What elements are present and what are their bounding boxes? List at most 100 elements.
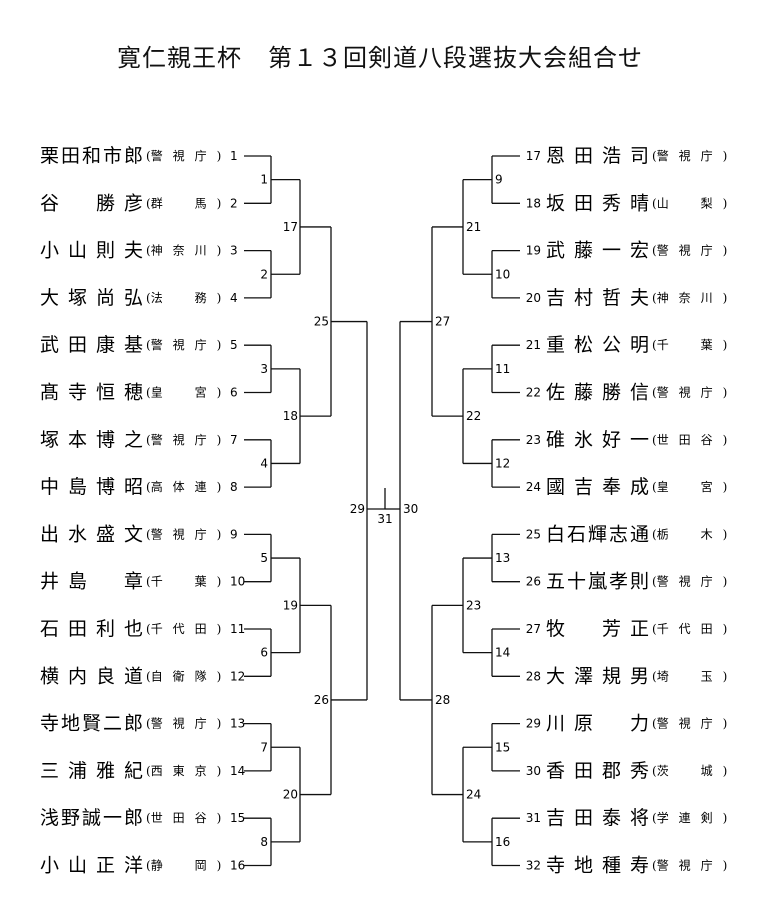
left-r1-match-number: 8 xyxy=(260,835,268,849)
right-player-12-affiliation: (埼 玉) xyxy=(652,669,727,683)
right-r1-match-number: 10 xyxy=(495,267,510,281)
left-player-8-affiliation: (高体連) xyxy=(146,479,221,494)
right-player-seed: 23 xyxy=(526,433,541,447)
left-r1-match-number: 6 xyxy=(260,646,268,660)
right-player-9-affiliation: (栃 木) xyxy=(652,527,727,541)
left-player-15-affiliation: (世田谷) xyxy=(146,811,221,825)
left-player-seed: 4 xyxy=(230,291,238,305)
left-r1-match-number: 2 xyxy=(260,267,268,281)
right-player-seed: 18 xyxy=(526,196,541,210)
left-r1-match-number: 1 xyxy=(260,173,268,187)
right-player-seed: 17 xyxy=(526,149,541,163)
left-player-8-name: 中島博昭 xyxy=(40,476,144,498)
right-player-3-name: 武藤一宏 xyxy=(546,240,650,262)
left-player-seed: 7 xyxy=(230,433,238,447)
right-player-seed: 19 xyxy=(526,244,541,258)
right-player-8-name: 國吉奉成 xyxy=(546,476,650,498)
left-player-13-name: 寺地賢二郎 xyxy=(40,713,144,735)
left-player-seed: 16 xyxy=(230,859,245,873)
left-player-seed: 5 xyxy=(230,338,238,352)
left-r1-match-number: 3 xyxy=(260,362,268,376)
left-player-6-name: 髙寺恒穂 xyxy=(40,382,144,404)
left-player-1-affiliation: (警視庁) xyxy=(146,148,221,163)
right-r3-match-number: 27 xyxy=(435,315,450,329)
left-player-5-name: 武田康基 xyxy=(40,334,144,356)
title-sub: 第１３回剣道八段選抜大会組合せ xyxy=(268,44,643,72)
right-player-1-affiliation: (警視庁) xyxy=(652,148,727,163)
left-player-9-affiliation: (警視庁) xyxy=(146,526,221,541)
left-player-14-affiliation: (西東京) xyxy=(146,764,221,778)
left-player-4-affiliation: (法 務) xyxy=(146,291,221,305)
left-player-2-affiliation: (群 馬) xyxy=(146,196,221,210)
left-r2-match-number: 19 xyxy=(283,598,298,612)
right-r1-match-number: 16 xyxy=(495,835,510,849)
left-r2-match-number: 20 xyxy=(283,788,298,802)
right-r2-match-number: 23 xyxy=(466,598,481,612)
right-player-seed: 28 xyxy=(526,669,541,683)
left-player-16-affiliation: (静 岡) xyxy=(146,859,221,873)
left-r1-match-number: 5 xyxy=(260,551,268,565)
left-player-10-affiliation: (千 葉) xyxy=(146,575,221,589)
right-r1-match-number: 14 xyxy=(495,646,510,660)
left-player-11-name: 石田利也 xyxy=(40,618,144,640)
left-player-seed: 10 xyxy=(230,575,245,589)
left-player-4-name: 大塚尚弘 xyxy=(40,287,144,309)
right-player-seed: 31 xyxy=(526,811,541,825)
left-player-12-affiliation: (自衛隊) xyxy=(146,668,221,683)
right-player-11-name: 牧 芳正 xyxy=(546,618,650,640)
left-player-13-affiliation: (警視庁) xyxy=(146,716,221,731)
right-player-6-affiliation: (警視庁) xyxy=(652,385,727,400)
left-r3-match-number: 25 xyxy=(314,315,329,329)
left-r3-match-number: 26 xyxy=(314,693,329,707)
left-player-seed: 15 xyxy=(230,811,245,825)
right-player-15-name: 吉田泰将 xyxy=(546,807,650,829)
left-r1-match-number: 7 xyxy=(260,740,268,754)
left-r2-match-number: 18 xyxy=(283,409,298,423)
right-player-14-affiliation: (茨 城) xyxy=(652,764,727,778)
left-player-3-affiliation: (神奈川) xyxy=(146,244,221,258)
right-player-7-affiliation: (世田谷) xyxy=(652,433,727,447)
right-player-seed: 25 xyxy=(526,527,541,541)
right-r1-match-number: 15 xyxy=(495,740,510,754)
right-semi-match-number: 30 xyxy=(403,502,418,516)
right-player-seed: 24 xyxy=(526,480,541,494)
left-player-2-name: 谷 勝彦 xyxy=(40,192,144,214)
right-player-10-name: 五十嵐孝則 xyxy=(546,571,650,593)
right-player-7-name: 碓氷好一 xyxy=(546,429,650,451)
left-player-seed: 12 xyxy=(230,669,245,683)
right-player-2-affiliation: (山 梨) xyxy=(652,196,727,210)
left-player-11-affiliation: (千代田) xyxy=(146,622,221,636)
left-player-14-name: 三浦雅紀 xyxy=(40,760,144,782)
right-player-seed: 30 xyxy=(526,764,541,778)
left-semi-match-number: 29 xyxy=(350,502,365,516)
right-player-13-name: 川原 力 xyxy=(546,713,650,735)
right-r1-match-number: 11 xyxy=(495,362,510,376)
left-player-seed: 3 xyxy=(230,244,238,258)
left-player-7-affiliation: (警視庁) xyxy=(146,432,221,447)
left-player-1-name: 栗田和市郎 xyxy=(40,145,144,167)
right-r1-match-number: 9 xyxy=(495,173,503,187)
left-player-12-name: 横内良道 xyxy=(40,665,144,687)
left-player-10-name: 井島 章 xyxy=(40,571,144,593)
left-player-6-affiliation: (皇 宮) xyxy=(146,385,221,400)
right-player-14-name: 香田郡秀 xyxy=(546,760,650,782)
left-player-seed: 11 xyxy=(230,622,245,636)
right-r1-match-number: 13 xyxy=(495,551,510,565)
left-player-15-name: 浅野誠一郎 xyxy=(40,807,144,829)
right-r3-match-number: 28 xyxy=(435,693,450,707)
left-player-seed: 9 xyxy=(230,527,238,541)
right-player-15-affiliation: (学連剣) xyxy=(652,810,727,825)
right-r2-match-number: 22 xyxy=(466,409,481,423)
page-title: 寛仁親王杯第１３回剣道八段選抜大会組合せ xyxy=(0,38,760,73)
right-player-13-affiliation: (警視庁) xyxy=(652,716,727,731)
right-player-8-affiliation: (皇 宮) xyxy=(652,479,727,494)
right-player-12-name: 大澤規男 xyxy=(546,665,650,687)
left-player-seed: 14 xyxy=(230,764,245,778)
right-player-5-name: 重松公明 xyxy=(546,334,650,356)
left-player-seed: 1 xyxy=(230,149,238,163)
left-player-seed: 6 xyxy=(230,386,238,400)
left-r2-match-number: 17 xyxy=(283,220,298,234)
right-player-seed: 29 xyxy=(526,717,541,731)
left-player-seed: 13 xyxy=(230,717,245,731)
right-player-4-affiliation: (神奈川) xyxy=(652,291,727,305)
